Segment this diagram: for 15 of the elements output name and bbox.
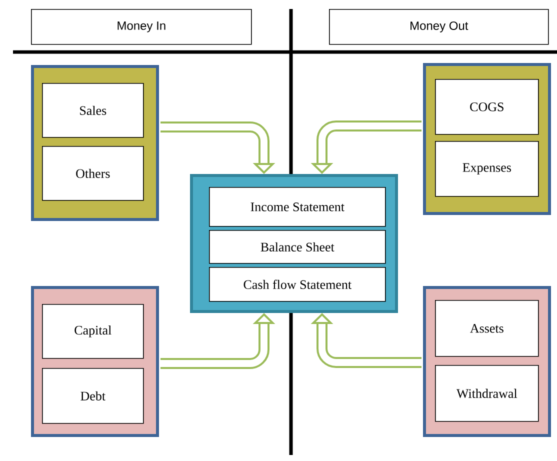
item-box: Cash flow Statement [209, 267, 386, 302]
item-box: Withdrawal [435, 365, 539, 422]
item-box: Assets [435, 300, 539, 357]
item-box: Capital [42, 304, 144, 359]
header-box: Money Out [329, 9, 549, 45]
item-box: Expenses [435, 141, 539, 197]
hollow-arrow [160, 122, 276, 174]
item-box: Others [42, 146, 144, 201]
item-box: Income Statement [209, 187, 386, 227]
item-box: COGS [435, 79, 539, 135]
item-box: Debt [42, 368, 144, 424]
item-box: Balance Sheet [209, 230, 386, 264]
item-box: Sales [42, 83, 144, 138]
header-box: Money In [31, 9, 252, 45]
hollow-arrow [310, 313, 422, 368]
